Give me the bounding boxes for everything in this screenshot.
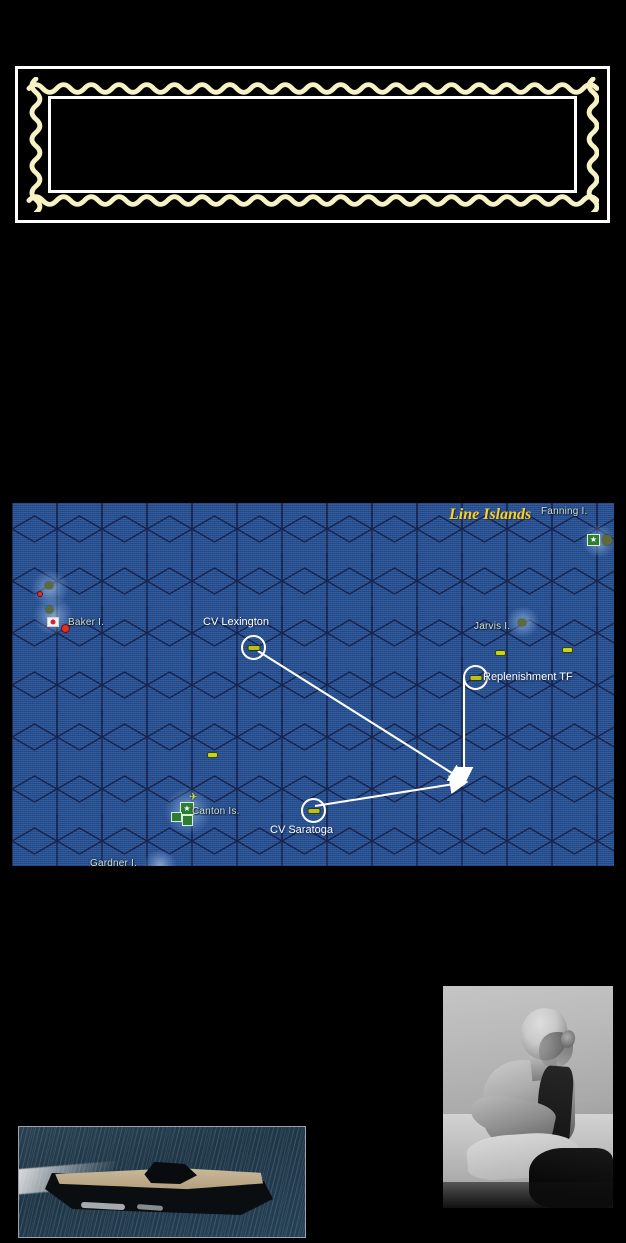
title-card bbox=[48, 96, 577, 193]
aircraft-icon-canton: ✈ bbox=[189, 792, 198, 803]
task-force-label-saratoga: CV Saratoga bbox=[270, 824, 333, 836]
star-icon: ★ bbox=[183, 803, 191, 813]
island-label-jarvis: Jarvis I. bbox=[474, 621, 511, 632]
star-icon: ★ bbox=[589, 535, 598, 544]
task-force-label-lexington: CV Lexington bbox=[203, 616, 270, 628]
counter-allied-canton-a[interactable]: ★ bbox=[180, 802, 194, 815]
aircraft-carrier-aerial-photo bbox=[18, 1126, 306, 1238]
title-frame bbox=[15, 66, 610, 223]
gandhi-portrait-photo bbox=[443, 986, 613, 1208]
sea-unit-marker-b[interactable] bbox=[563, 648, 572, 652]
ship-icon bbox=[308, 808, 319, 813]
sea-unit-marker-c[interactable] bbox=[496, 651, 505, 655]
task-force-circle-replenishment[interactable] bbox=[463, 665, 488, 690]
counter-japanese-baker[interactable] bbox=[47, 617, 59, 627]
island-label-canton: Canton Is. bbox=[192, 806, 240, 817]
title-frame-inner-rule bbox=[22, 73, 603, 216]
island-glow-gardner bbox=[142, 851, 178, 866]
title-card-inner-rule bbox=[55, 103, 570, 186]
movement-arrows-layer bbox=[12, 503, 614, 866]
operational-map[interactable]: ★ ★ ✈ bbox=[12, 503, 614, 866]
region-label-line-islands: Line Islands bbox=[449, 506, 532, 523]
island-rock-jarvis bbox=[518, 619, 526, 626]
ship-icon bbox=[248, 645, 259, 650]
counter-allied-fanning[interactable]: ★ bbox=[587, 534, 600, 546]
island-rock-fanning bbox=[602, 535, 612, 545]
counter-allied-canton-c[interactable] bbox=[182, 815, 193, 826]
sea-unit-marker-a[interactable] bbox=[208, 753, 217, 757]
photo-carrier-superstructure bbox=[144, 1161, 197, 1184]
ship-icon bbox=[470, 675, 481, 680]
task-force-label-replenishment: Replenishment TF bbox=[483, 671, 573, 683]
marker-dot-baker-south bbox=[62, 625, 69, 632]
counter-allied-canton-b[interactable] bbox=[171, 812, 182, 822]
marker-dot-baker-north bbox=[38, 592, 42, 596]
island-label-fanning: Fanning I. bbox=[541, 506, 588, 517]
island-label-gardner: Gardner I. bbox=[90, 858, 138, 866]
task-force-circle-saratoga[interactable] bbox=[301, 798, 326, 823]
island-rock-baker-south bbox=[46, 606, 53, 613]
island-rock-baker-north bbox=[45, 582, 53, 589]
island-label-baker: Baker I. bbox=[68, 617, 105, 628]
task-force-circle-lexington[interactable] bbox=[241, 635, 266, 660]
photo-bottom-shadow bbox=[443, 1182, 613, 1208]
